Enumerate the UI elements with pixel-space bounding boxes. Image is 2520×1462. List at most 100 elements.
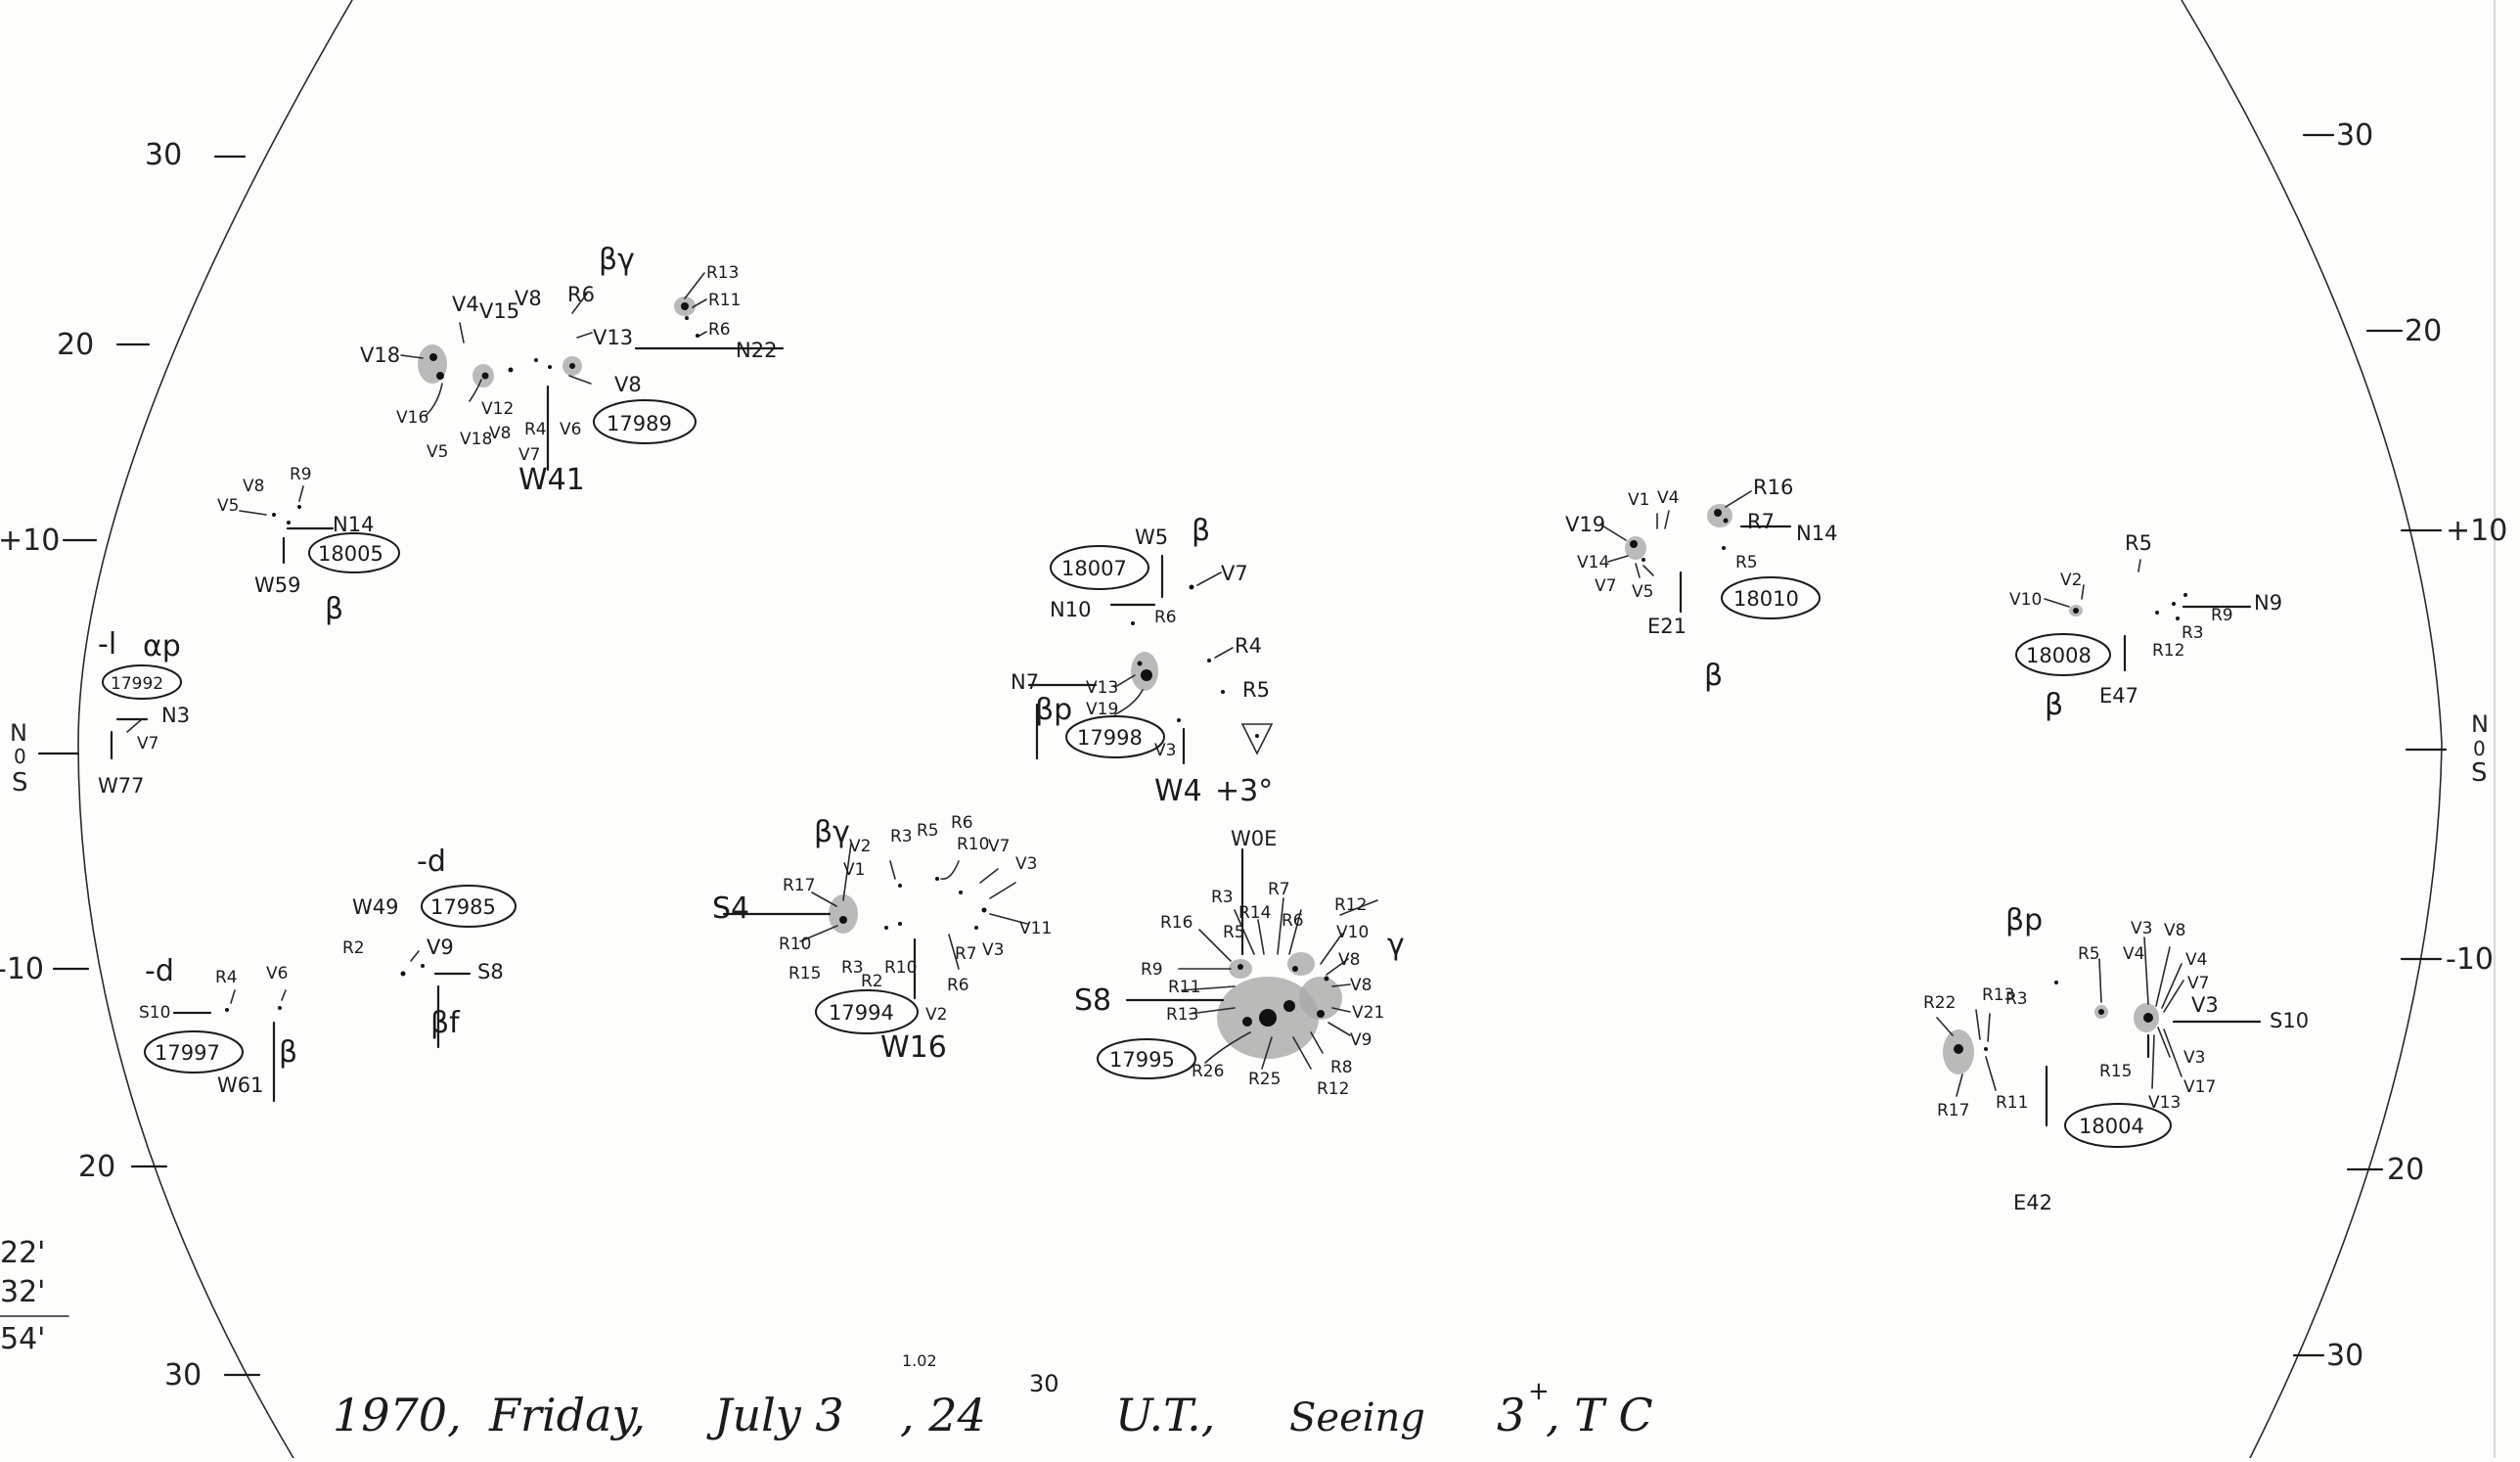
right-tick-30n: 30 — [2336, 118, 2373, 153]
region-18004-label: R17 — [1937, 1101, 1969, 1120]
region-18004-label: R5 — [2078, 944, 2100, 964]
region-17992-meridian: W77 — [98, 774, 145, 798]
caption-seeing-label: Seeing — [1289, 1395, 1425, 1440]
region-17989-label: R6 — [708, 320, 731, 340]
region-17989-number: 17989 — [607, 412, 672, 435]
right-tick-0: 0 — [2473, 737, 2486, 760]
region-18004-lat: S10 — [2270, 1009, 2309, 1032]
region-17989-label: V8 — [515, 287, 542, 310]
region-17995-label: R12 — [1317, 1079, 1349, 1099]
region-18007-number: 18007 — [1061, 557, 1127, 580]
region-17994-number: 17994 — [829, 1001, 894, 1025]
region-17997-label: R4 — [215, 968, 238, 987]
region-17994-label: R10 — [779, 935, 811, 954]
region-17995-label: V8 — [1338, 950, 1360, 970]
region-17985-number: 17985 — [430, 895, 496, 919]
left-tick-10n: +10 — [0, 524, 60, 558]
region-17994-label: R3 — [890, 827, 913, 846]
region-18010-label: R5 — [1735, 553, 1758, 572]
right-latitude-scale: 30 20 +10 N 0 S -10 20 30 — [2292, 118, 2507, 1373]
region-17995-class: γ — [1387, 928, 1405, 962]
region-18007-label: R6 — [1154, 608, 1177, 627]
region-17998-label: V3 — [1154, 741, 1176, 760]
side-note-3: 54' — [0, 1322, 45, 1356]
region-18004-label: R15 — [2099, 1062, 2132, 1081]
region-18008-label: R12 — [2152, 641, 2184, 661]
left-latitude-scale: 30 20 +10 N 0 S -10 20 30 — [0, 138, 261, 1393]
region-17995-number: 17995 — [1109, 1048, 1175, 1072]
region-17994-label: V3 — [982, 940, 1004, 960]
region-17992-prefix: -l — [98, 627, 116, 662]
region-18008-lat: N9 — [2254, 591, 2282, 615]
left-tick-s: S — [12, 768, 28, 798]
region-17989: 17989 βγ W41 N22 V4 V15 V8 R6 V18 V13 V1… — [360, 243, 785, 497]
caption-date: July 3 — [706, 1389, 844, 1441]
region-17989-label: V5 — [427, 442, 448, 462]
region-17989-label: V7 — [518, 445, 540, 465]
region-17995-lat: S8 — [1074, 983, 1111, 1018]
region-17994-label: R17 — [783, 876, 815, 895]
region-17985-label: V9 — [427, 936, 454, 959]
region-18005-number: 18005 — [318, 542, 383, 566]
side-note-2: 32' — [0, 1275, 45, 1309]
region-17989-label: V18 — [360, 343, 400, 367]
region-17995-label: R6 — [1282, 911, 1304, 931]
region-17997-class: β — [279, 1035, 297, 1070]
region-17992-label: V7 — [137, 734, 158, 754]
region-18010-label: R16 — [1753, 476, 1793, 499]
region-17998-class: βp — [1035, 693, 1072, 727]
region-18010-label: V14 — [1577, 553, 1609, 572]
region-17997: 17997 -d β W61 S10 R4 V6 — [139, 954, 297, 1103]
region-18010-lat: N14 — [1796, 522, 1837, 545]
region-17997-label: V6 — [266, 964, 288, 983]
region-17994: 17994 βγ W16 S4 V2 V1 R3 R5 R6 R10 V7 V3… — [712, 813, 1052, 1065]
left-tick-n: N — [10, 719, 27, 747]
right-limb-arc — [2181, 0, 2443, 1459]
region-18010-meridian: E21 — [1647, 615, 1687, 638]
region-17985-prefix: -d — [417, 845, 446, 879]
left-tick-20s: 20 — [78, 1150, 115, 1184]
region-17995-label: R26 — [1192, 1062, 1224, 1081]
left-tick-10s: -10 — [0, 952, 44, 986]
region-18010-number: 18010 — [1733, 587, 1799, 611]
region-18005-label: V5 — [217, 496, 239, 516]
region-17994-label: R6 — [947, 976, 969, 995]
region-17998-number: 17998 — [1077, 726, 1143, 750]
left-tick-30s: 30 — [164, 1358, 202, 1393]
region-18004-label: R11 — [1996, 1093, 2028, 1113]
region-17989-lat: N22 — [736, 339, 777, 362]
caption-seeing-value: 3 — [1497, 1389, 1525, 1441]
region-18005-lat: N14 — [333, 513, 374, 536]
left-tick-20n: 20 — [57, 328, 94, 362]
region-18005-class: β — [325, 592, 343, 626]
region-18004-label: V3 — [2131, 919, 2152, 938]
region-17995-label: R3 — [1211, 888, 1234, 907]
region-17998-label: V13 — [1086, 678, 1118, 698]
region-18004-label: R22 — [1923, 993, 1956, 1013]
region-17995-label: R11 — [1168, 978, 1200, 997]
region-17995-label: V21 — [1352, 1003, 1384, 1023]
region-18008-number: 18008 — [2026, 644, 2092, 667]
region-17994-label: R15 — [788, 964, 821, 983]
caption-time: , 24 — [900, 1389, 986, 1441]
region-18008-label: R5 — [2125, 531, 2152, 555]
region-17995-label: R9 — [1141, 960, 1163, 980]
region-18007-label: R5 — [1242, 678, 1270, 702]
region-18008-meridian: E47 — [2099, 684, 2138, 708]
caption-ut: U.T., — [1115, 1389, 1215, 1441]
region-18004-label: V4 — [2123, 944, 2144, 964]
region-18004-label: V17 — [2183, 1077, 2216, 1097]
region-17989-label: V8 — [614, 373, 642, 396]
region-17989-label: R13 — [706, 263, 739, 283]
region-18007-label: R4 — [1235, 634, 1262, 658]
left-tick-0: 0 — [14, 745, 26, 768]
region-17994-label: R10 — [884, 958, 917, 978]
region-18007-label: V7 — [1221, 562, 1248, 585]
region-18008: 18008 β E47 N9 R5 V10 V2 R9 R3 R12 — [2009, 531, 2282, 722]
right-tick-10s: -10 — [2446, 942, 2494, 977]
region-18004-label: V4 — [2185, 950, 2207, 970]
caption-year: 1970, — [333, 1389, 462, 1441]
observation-caption: 1970, Friday, July 3 1.02 , 24 30 U.T., … — [333, 1351, 1653, 1441]
region-17997-meridian: W61 — [217, 1074, 264, 1097]
